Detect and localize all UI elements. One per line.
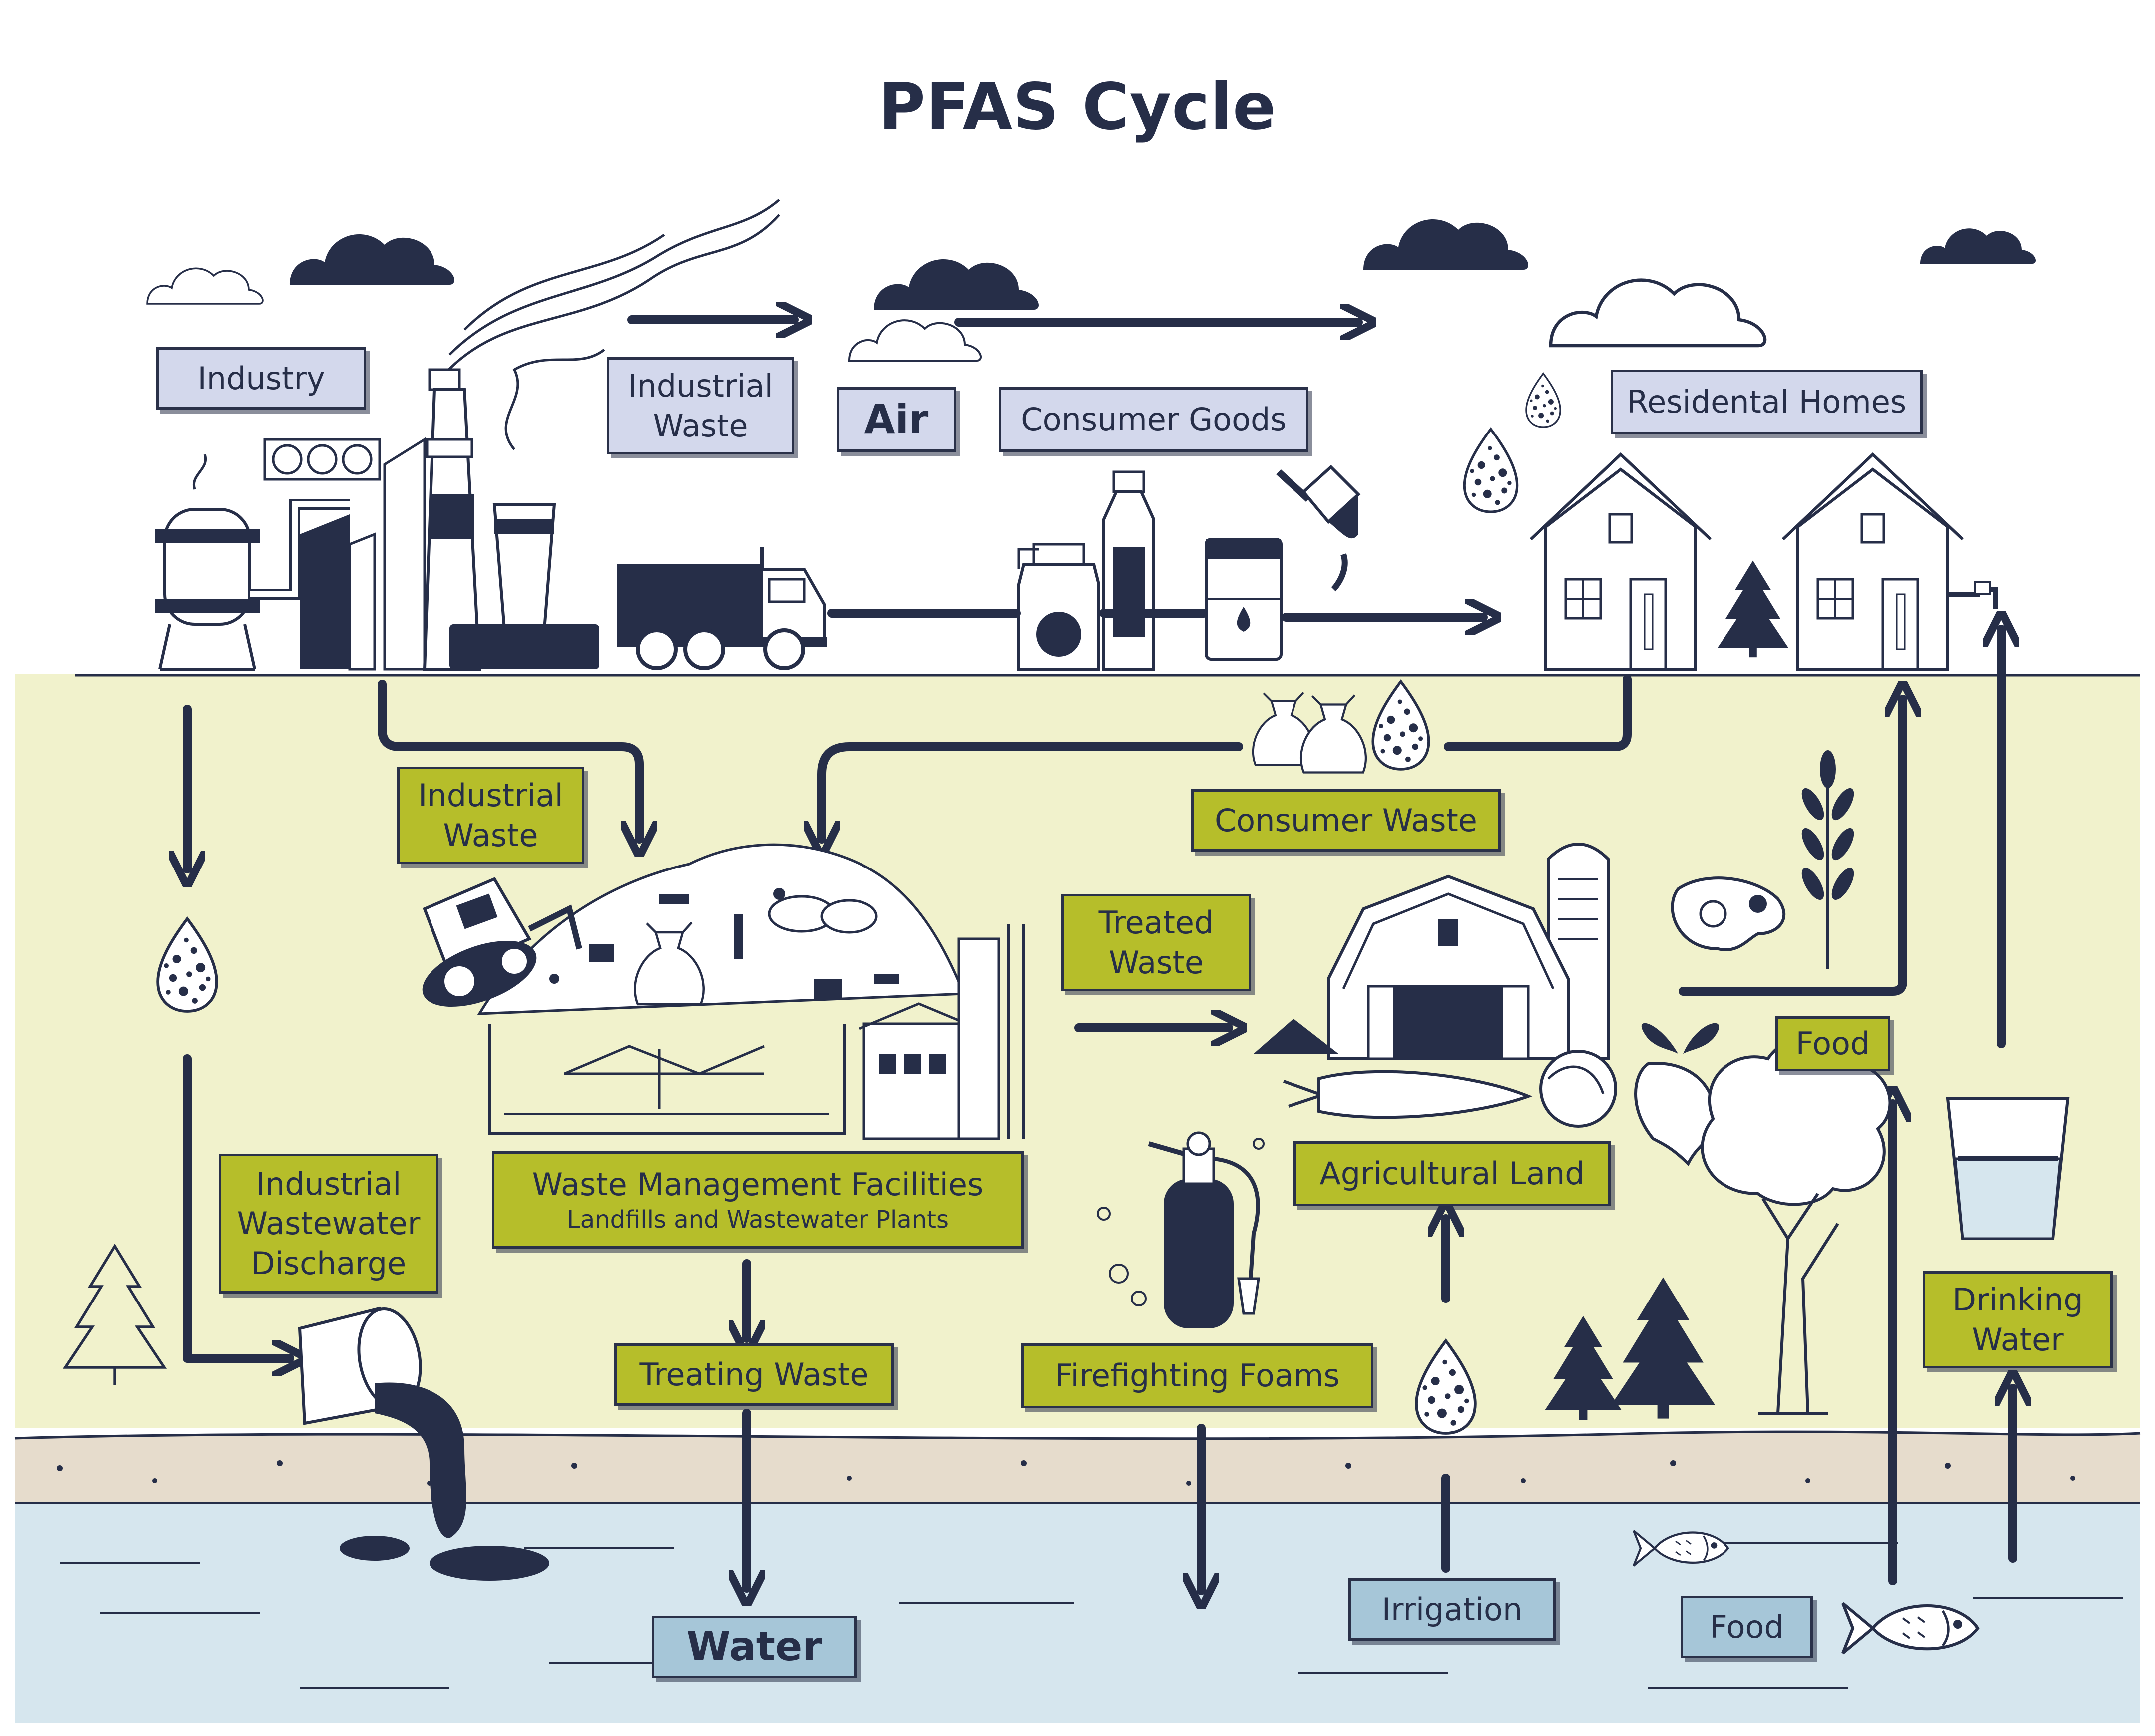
cloud-icon (1920, 228, 2036, 264)
label-treating-waste: Treating Waste (614, 1343, 894, 1406)
faucet-icon (1948, 581, 1998, 609)
cloud-icon (290, 234, 454, 285)
water-glass-icon (1946, 1097, 2070, 1240)
house-icon (1783, 454, 1963, 669)
carrot-icon (1283, 1070, 1533, 1119)
label-agricultural-land: Agricultural Land (1293, 1141, 1611, 1206)
sand-dots (57, 1460, 2075, 1486)
label-water: Water (652, 1616, 857, 1678)
bulldozer-icon (422, 877, 582, 1007)
pfas-droplet-icon (1464, 429, 1517, 512)
paint-can-icon (1205, 538, 1283, 661)
factory-icon (155, 437, 426, 671)
water-zone (15, 1503, 2140, 1723)
wheat-icon (1801, 750, 1854, 969)
cabbage-icon (1539, 1050, 1617, 1128)
house-icon (1531, 454, 1711, 669)
pfas-droplet-icon (1525, 373, 1561, 428)
fire-extinguisher-icon (1097, 1131, 1265, 1328)
smokestack-icon (423, 368, 599, 671)
label-waste-management-facilities: Waste Management Facilities Landfills an… (492, 1151, 1024, 1249)
page-title: PFAS Cycle (878, 70, 1277, 144)
landfill-icon (477, 843, 1025, 1140)
label-consumer-waste: Consumer Waste (1191, 789, 1501, 852)
label-air: Air (837, 387, 956, 452)
label-residential-homes: Residental Homes (1611, 370, 1923, 434)
label-firefighting-foams: Firefighting Foams (1021, 1343, 1373, 1408)
label-waste-management-sub: Landfills and Wastewater Plants (567, 1205, 949, 1234)
cloud-icon (146, 267, 264, 305)
label-food-land: Food (1775, 1016, 1890, 1071)
paintbrush-icon (1276, 464, 1361, 592)
drainage-pipe-icon (298, 1306, 549, 1581)
cloud-icon (1363, 219, 1528, 270)
cloud-icon (874, 259, 1039, 310)
bottle-icon (1017, 470, 1155, 671)
label-irrigation: Irrigation (1348, 1578, 1556, 1641)
flow-arrows (187, 320, 2013, 1591)
pine-tree-icon (62, 1243, 167, 1386)
label-consumer-goods: Consumer Goods (999, 387, 1308, 452)
barn-icon (1254, 874, 1570, 1060)
sand-zone (15, 1432, 2140, 1503)
beet-icon (1634, 1023, 1720, 1167)
meat-icon (1671, 876, 1786, 951)
water-lines (60, 1542, 2123, 1689)
label-industry: Industry (156, 347, 366, 410)
label-food-water: Food (1681, 1596, 1813, 1658)
pine-tree-icon (1717, 560, 1789, 658)
smoke-lines (438, 199, 780, 450)
cloud-icon (1551, 280, 1765, 346)
truck-icon (617, 547, 827, 670)
